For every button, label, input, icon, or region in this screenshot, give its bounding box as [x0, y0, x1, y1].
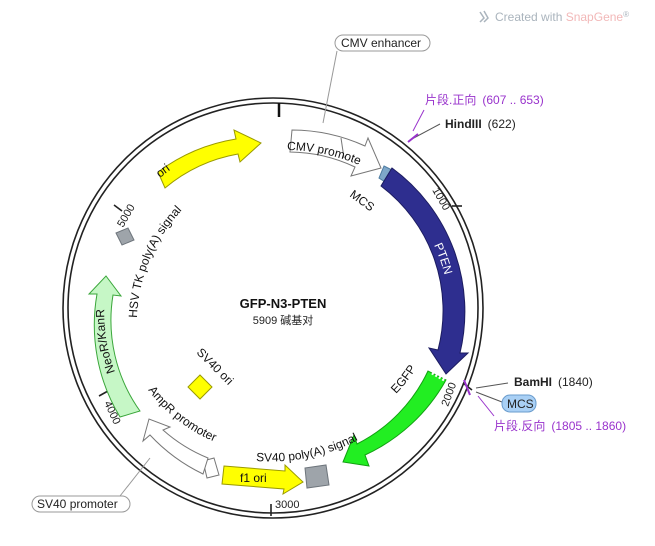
egfp-label: EGFP	[388, 362, 419, 396]
ampr-promoter-arrow[interactable]	[142, 418, 209, 475]
sv40-promoter-label: SV40 promoter	[37, 497, 118, 511]
cmv-enhancer-label-box	[334, 34, 431, 52]
ampr-promoter-small-block	[202, 457, 220, 479]
mcs-bubble[interactable]	[501, 394, 537, 413]
backbone-inner	[67, 102, 479, 514]
f1-ori-label: f1 ori	[240, 471, 267, 485]
mcs-bubble-leader	[475, 391, 503, 403]
sv40-promoter-label-box	[31, 495, 131, 513]
cmv-promoter-label: CMV promoter	[0, 0, 364, 168]
plasmid-name: GFP-N3-PTEN	[240, 296, 327, 311]
tick-label-3000: 3000	[275, 499, 299, 511]
mcs-bubble-label: MCS	[507, 397, 534, 411]
bamhi-leader	[475, 382, 509, 389]
forward-primer-mark	[407, 133, 419, 143]
snapgene-logo-icon	[479, 10, 489, 23]
forward-primer-leader	[412, 109, 425, 132]
cmv-enhancer-label: CMV enhancer	[341, 36, 421, 50]
reverse-primer-label[interactable]: 片段.反向(1805 .. 1860)	[494, 418, 626, 433]
ori-arrow[interactable]	[157, 129, 262, 189]
mcs-label-top: MCS	[347, 187, 377, 214]
bamhi-site[interactable]: BamHI(1840)	[514, 375, 593, 389]
egfp-junction	[431, 371, 447, 383]
hsv-tk-polya-label: HSV TK poly(A) signal	[126, 203, 184, 319]
forward-primer-label[interactable]: 片段.正向(607 .. 653)	[425, 92, 544, 107]
cmv-promoter-arrow[interactable]	[289, 129, 382, 177]
f1-ori-arrow[interactable]	[221, 463, 304, 496]
tick-4000	[98, 390, 109, 397]
sv40-promoter-leader	[119, 457, 151, 497]
plasmid-size: 5909 碱基对	[253, 313, 314, 327]
egfp-arrow[interactable]	[342, 370, 447, 467]
snapgene-watermark: Created with SnapGene®	[495, 10, 629, 24]
cmv-promoter-divider	[340, 137, 345, 159]
cmv-enhancer-leader	[322, 50, 338, 124]
sv40-ori-marker[interactable]	[187, 374, 213, 400]
neor-kanr-arrow[interactable]	[87, 275, 141, 418]
hsv-tk-polya-block[interactable]	[115, 227, 135, 246]
tick-label-5000: 5000	[115, 202, 138, 229]
reverse-primer-leader	[477, 395, 495, 417]
tick-5000	[113, 204, 123, 212]
reverse-primer-mark	[463, 379, 471, 396]
sv40-polya-block[interactable]	[304, 464, 330, 489]
neor-kanr-label: NeoR/KanR	[93, 309, 118, 376]
pten-arrow[interactable]	[380, 167, 470, 375]
hindiii-site[interactable]: HindIII(622)	[445, 117, 516, 131]
backbone-outer	[62, 97, 484, 519]
